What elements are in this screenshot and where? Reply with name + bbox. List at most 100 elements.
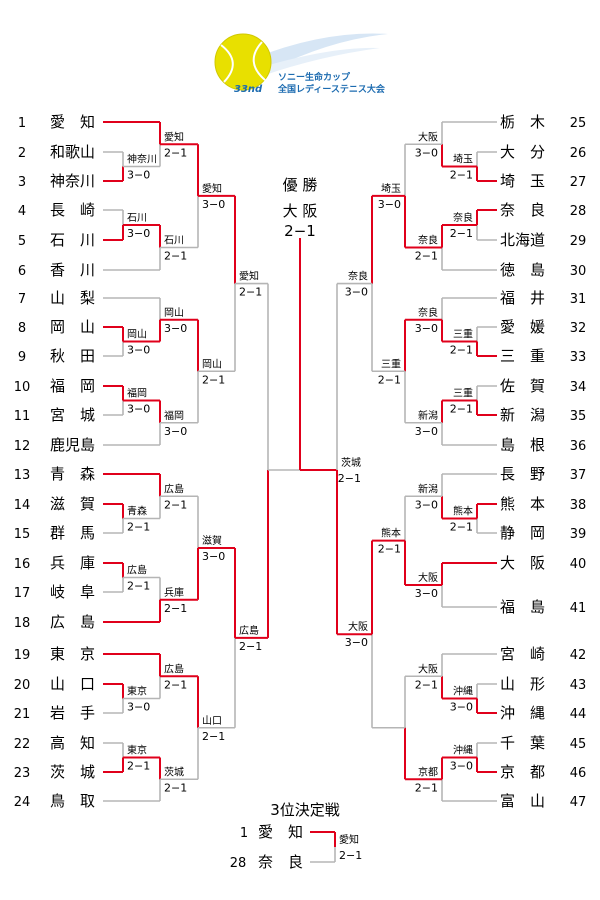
match-score: 3−0	[415, 322, 438, 335]
team-number-left: 10	[14, 380, 31, 395]
team-number-right: 40	[570, 557, 587, 572]
team-name-left: 高 知	[50, 734, 95, 752]
match-score: 2−1	[415, 781, 438, 794]
team-number-left: 23	[14, 766, 31, 781]
team-name-right: 愛 媛	[500, 318, 545, 336]
team-name-left: 鹿児島	[50, 436, 95, 454]
match-winner-label: 茨城	[341, 456, 361, 469]
logo: 33nd ソニー生命カップ 全国レディーステニス大会	[214, 33, 388, 95]
team-number-right: 42	[570, 648, 587, 663]
team-number-left: 3	[18, 175, 26, 190]
tennis-ball-seam	[252, 41, 266, 81]
team-number-left: 24	[14, 795, 31, 810]
team-name-right: 佐 賀	[500, 377, 545, 395]
match-score: 2−1	[450, 403, 473, 416]
match-winner-label: 東京	[127, 685, 147, 698]
match-winner-label: 岡山	[164, 307, 184, 319]
match-winner-label: 新潟	[418, 409, 438, 422]
match-winner-label: 奈良	[453, 211, 473, 224]
third-place-block: 3位決定戦	[270, 801, 340, 819]
team-number-left: 4	[18, 204, 26, 219]
team-name-left: 神奈川	[50, 172, 95, 190]
match-winner-label: 奈良	[418, 306, 438, 319]
team-number-right: 30	[570, 264, 587, 279]
team-number-left: 18	[14, 616, 31, 631]
team-number-right: 35	[570, 409, 587, 424]
team-number-left: 12	[14, 439, 31, 454]
match-winner-label: 埼玉	[381, 182, 401, 195]
bracket-labels: 愛知2−1神奈川3−0愛知3−0石川3−0石川2−1愛知2−1岡山3−0岡山3−…	[127, 130, 473, 862]
team-name-left: 滋 賀	[50, 495, 95, 513]
team-number-left: 5	[18, 234, 26, 249]
match-score: 2−1	[378, 373, 401, 386]
team-number-right: 27	[570, 175, 587, 190]
team-name-left: 青 森	[50, 465, 95, 483]
match-score: 3−0	[415, 587, 438, 600]
match-score: 3−0	[127, 344, 150, 357]
team-name-left: 山 梨	[50, 289, 95, 307]
team-number-left: 6	[18, 264, 26, 279]
team-name-right: 千 葉	[500, 734, 545, 752]
match-score: 3−0	[127, 701, 150, 714]
team-name-right: 京 都	[500, 763, 545, 781]
third-place-team-name: 愛 知	[258, 823, 303, 841]
match-winner-label: 奈良	[418, 234, 438, 247]
team-number-left: 13	[14, 468, 31, 483]
team-number-left: 19	[14, 648, 31, 663]
team-name-left: 香 川	[50, 261, 95, 279]
match-score: 3−0	[164, 425, 187, 438]
match-winner-label: 茨城	[164, 765, 184, 778]
match-winner-label: 滋賀	[202, 534, 222, 547]
team-number-left: 11	[14, 409, 31, 424]
team-name-right: 埼 玉	[500, 172, 545, 190]
logo-line-2: 全国レディーステニス大会	[277, 83, 386, 95]
team-number-right: 44	[570, 707, 587, 722]
match-winner-label: 大阪	[348, 620, 368, 633]
match-score: 2−1	[164, 678, 187, 691]
match-winner-label: 広島	[164, 662, 184, 675]
match-winner-label: 福岡	[127, 387, 147, 400]
team-name-right: 奈 良	[500, 201, 545, 219]
team-number-right: 31	[570, 292, 587, 307]
team-name-left: 愛 知	[50, 113, 95, 131]
match-winner-label: 大阪	[418, 662, 438, 675]
match-score: 2−1	[450, 344, 473, 357]
team-name-right: 宮 崎	[500, 645, 545, 663]
team-name-left: 群 馬	[50, 524, 95, 542]
team-name-right: 山 形	[500, 675, 545, 693]
match-score: 2−1	[202, 730, 225, 743]
match-score: 2−1	[127, 521, 150, 534]
team-name-right: 熊 本	[500, 495, 545, 513]
match-score: 2−1	[164, 602, 187, 615]
tennis-ball-icon	[214, 33, 272, 91]
team-number-left: 2	[18, 146, 26, 161]
team-name-right: 三 重	[500, 347, 545, 365]
match-score: 2−1	[164, 250, 187, 263]
match-score: 2−1	[378, 543, 401, 556]
team-number-right: 36	[570, 439, 587, 454]
team-number-left: 16	[14, 557, 31, 572]
team-number-left: 7	[18, 292, 26, 307]
team-number-left: 9	[18, 350, 26, 365]
third-place-team-number: 28	[230, 856, 247, 871]
team-name-left: 岡 山	[50, 318, 95, 336]
team-name-right: 島 根	[500, 436, 545, 454]
team-name-left: 和歌山	[50, 143, 95, 161]
match-score: 3−0	[415, 498, 438, 511]
match-winner-label: 新潟	[418, 482, 438, 495]
match-score: 2−1	[338, 472, 361, 485]
match-score: 2−1	[450, 227, 473, 240]
team-name-right: 栃 木	[500, 113, 545, 131]
champion-block: 優 勝 大 阪 2−1	[283, 176, 318, 240]
team-number-left: 22	[14, 737, 31, 752]
match-winner-label: 東京	[127, 744, 147, 757]
match-score: 2−1	[239, 640, 262, 653]
match-score: 3−0	[378, 198, 401, 211]
match-winner-label: 大阪	[418, 571, 438, 584]
team-number-left: 17	[14, 586, 31, 601]
team-number-left: 14	[14, 498, 31, 513]
team-name-right: 大 阪	[500, 554, 545, 572]
match-score: 3−0	[450, 760, 473, 773]
